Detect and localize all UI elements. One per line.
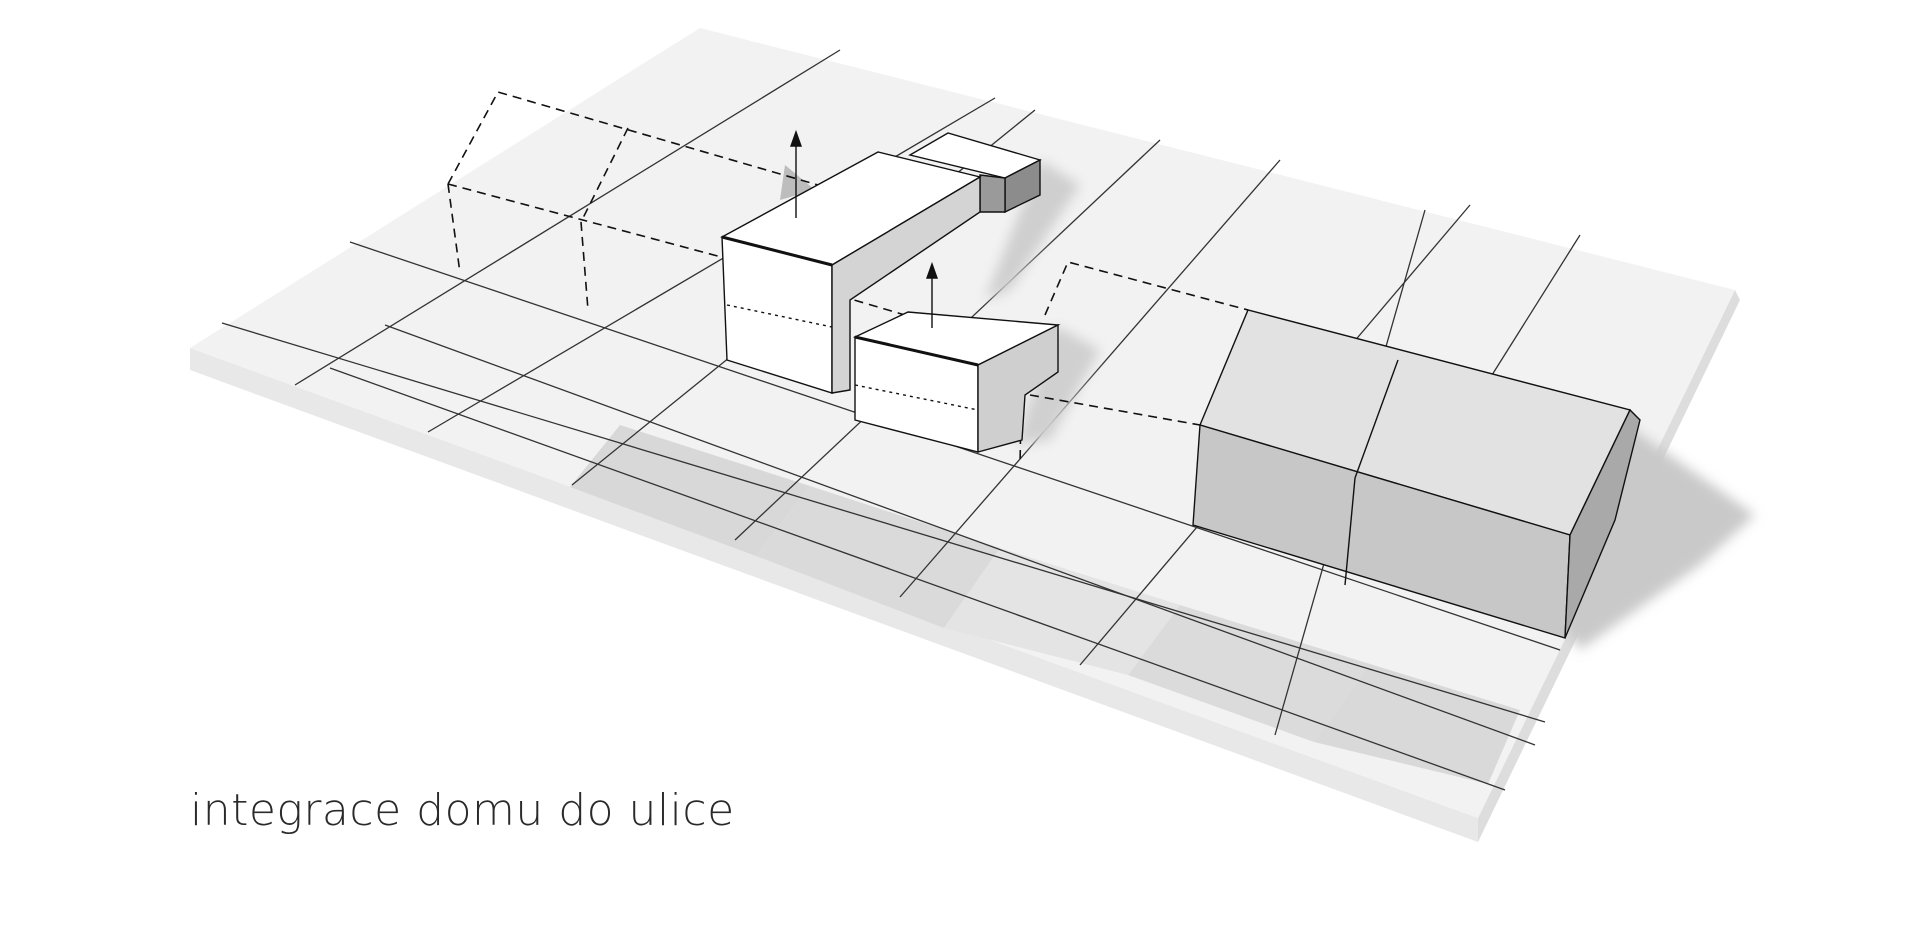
building-shadow	[1015, 325, 1100, 445]
height-arrow-main	[790, 129, 802, 218]
road-strip	[1128, 605, 1370, 742]
road-strip	[570, 425, 810, 556]
new-building-main	[720, 151, 982, 394]
new-building-rear	[908, 132, 1042, 214]
existing-building	[1192, 309, 1641, 639]
diagram-caption: integrace domu do ulice	[190, 785, 735, 836]
base-slab-front-side	[190, 348, 1478, 842]
road-strip	[944, 548, 1180, 675]
street-grid	[221, 49, 1581, 791]
road-strip	[756, 486, 1000, 628]
main-volume-side	[831, 175, 981, 394]
front-volume-side	[977, 323, 1059, 453]
existing-building-gable	[1564, 408, 1641, 639]
building-shadow	[985, 160, 1080, 300]
height-arrow-front	[926, 261, 938, 328]
new-building-front	[852, 311, 1061, 453]
road-strip	[1314, 664, 1520, 784]
